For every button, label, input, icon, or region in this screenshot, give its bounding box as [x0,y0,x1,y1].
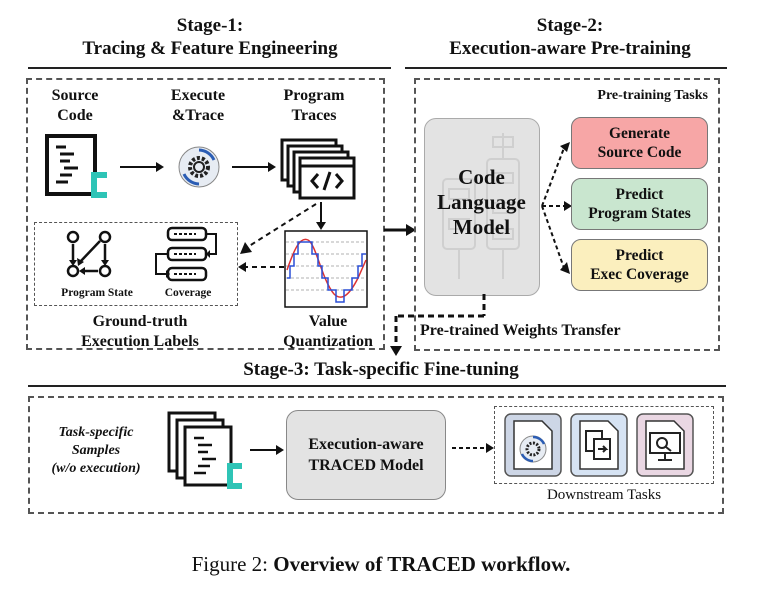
coverage-icon [155,226,217,282]
program-state-label: Program State [61,287,133,299]
task-1-line2: Program States [588,205,691,222]
arrow-execute-to-traces [232,162,276,172]
figure-caption: Figure 2: Overview of TRACED workflow. [0,552,762,577]
coverage-label: Coverage [164,287,212,299]
stage1-rule [28,67,391,69]
downstream-tasks-label: Downstream Tasks [546,487,662,503]
stage1-title-line2: Tracing & Feature Engineering [82,38,338,59]
transformer-watermark-icon [442,133,520,279]
arrow-samples-to-model [250,445,284,455]
program-traces-line1: Program [283,87,345,104]
downstream-task-3-icon [636,413,694,477]
execute-trace-line1: Execute [170,87,226,104]
source-code-icon [45,134,107,198]
model-line3: Model [452,215,511,239]
model-label: Code Language Model [425,165,538,240]
stage2-title-line1: Stage-2: [536,15,604,36]
stage1-title: Stage-1: Tracing & Feature Engineering [40,14,380,60]
execution-labels-box [34,222,238,306]
code-language-model: Code Language Model [424,118,540,296]
stage3-box [28,396,724,514]
ground-truth-line1: Ground-truth [92,313,188,330]
arrow-stage1-to-stage2 [384,224,416,236]
task-2-line2: Exec Coverage [590,266,689,283]
arrow-model-to-downstream [452,443,494,453]
samples-line3: (w/o execution) [51,461,141,476]
downstream-task-1-icon [504,413,562,477]
stage1-box [26,78,385,350]
program-traces-icon [280,138,356,200]
task-2-line1: Predict [615,247,664,264]
samples-line2: Samples [71,443,121,458]
program-traces-line2: Traces [291,107,337,124]
task-generate-source-code: Generate Source Code [571,117,708,169]
value-quantization-label: Value Quantization [280,312,376,352]
value-quantization-plot [284,230,368,308]
task-0-line1: Generate [608,125,671,142]
arrows-model-to-tasks [541,142,572,274]
arrow-weights-transfer [390,294,486,356]
caption-text: Overview of TRACED workflow. [273,552,571,576]
stage2-title: Stage-2: Execution-aware Pre-training [405,14,735,60]
stage3-rule [28,385,726,387]
task-0-line2: Source Code [597,144,682,161]
downstream-tasks-box [494,406,714,484]
samples-label: Task-specific Samples (w/o execution) [40,424,152,478]
source-code-line2: Code [57,107,93,124]
value-quantization-line1: Value [308,313,348,330]
model-line1: Code [458,165,505,189]
program-state-icon [66,230,112,278]
ground-truth-label: Ground-truth Execution Labels [60,312,220,352]
execute-gear-icon [178,146,220,188]
arrow-traces-to-quantization [316,202,326,230]
samples-stack-icon [167,411,242,489]
traced-model: Execution-aware TRACED Model [286,410,446,500]
execute-trace-line2: &Trace [171,107,225,124]
task-predict-program-states: Predict Program States [571,178,708,230]
source-code-label: Source Code [40,86,110,126]
ground-truth-line2: Execution Labels [81,333,199,350]
stage2-box [414,78,720,351]
stage2-title-line2: Execution-aware Pre-training [449,38,691,59]
arrow-source-to-execute [120,162,164,172]
weights-transfer-label: Pre-trained Weights Transfer [420,322,621,339]
task-predict-exec-coverage: Predict Exec Coverage [571,239,708,291]
traced-model-line1: Execution-aware [308,436,424,453]
program-traces-label: Program Traces [272,86,356,126]
model-line2: Language [437,190,526,214]
value-quantization-line2: Quantization [283,333,373,350]
samples-line1: Task-specific [58,425,134,440]
execute-trace-label: Execute &Trace [158,86,238,126]
task-1-line1: Predict [615,186,664,203]
pretraining-tasks-title: Pre-training Tasks [597,88,708,103]
arrow-quantization-to-labels [238,262,284,272]
arrow-traces-to-labels [240,203,317,254]
stage3-title: Stage-3: Task-specific Fine-tuning [243,359,519,380]
downstream-task-2-icon [570,413,628,477]
traced-model-line2: TRACED Model [308,457,424,474]
source-code-line1: Source [51,87,99,104]
caption-prefix: Figure 2: [191,552,269,576]
stage2-rule [405,67,727,69]
stage1-title-line1: Stage-1: [176,15,244,36]
